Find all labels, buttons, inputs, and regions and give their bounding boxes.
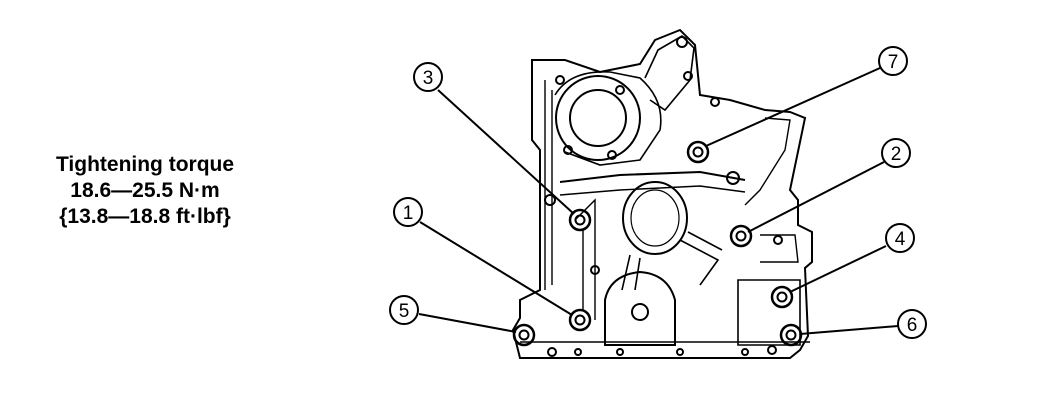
bottom-hole-3 xyxy=(616,348,624,356)
callout-4: 4 xyxy=(885,223,915,253)
water-pump-inner xyxy=(569,89,627,147)
callout-7: 7 xyxy=(878,46,908,76)
rib-right xyxy=(679,231,723,286)
leader-line-2 xyxy=(747,161,885,233)
callout-2: 2 xyxy=(881,138,911,168)
callout-3: 3 xyxy=(413,62,443,92)
crank-seal-inner xyxy=(630,189,680,247)
upper-hole-3 xyxy=(607,150,617,160)
bolt-1 xyxy=(568,308,592,332)
torque-metric-value: 18.6—25.5 N·m xyxy=(70,179,220,202)
callout-1-label: 1 xyxy=(403,203,414,224)
bolt-4 xyxy=(770,285,794,309)
bottom-hole-4 xyxy=(676,348,684,356)
torque-imperial-value: {13.8—18.8 ft·lbf} xyxy=(59,205,231,228)
upper-hole-2 xyxy=(615,85,625,95)
callout-2-label: 2 xyxy=(891,144,902,165)
upper-hole-1 xyxy=(555,75,565,85)
cover-left-edge xyxy=(544,80,553,290)
oil-pan-flange-box xyxy=(737,279,801,346)
leader-line-7 xyxy=(705,67,881,147)
upper-hole-4 xyxy=(563,145,573,155)
bolt-2 xyxy=(729,224,753,248)
bracket-hole-top xyxy=(676,36,688,48)
bolt-5 xyxy=(512,323,536,347)
leader-line-1 xyxy=(419,221,573,316)
leader-lines xyxy=(418,67,899,335)
bolt-7 xyxy=(686,140,710,164)
right-boss xyxy=(760,234,799,263)
callout-6: 6 xyxy=(897,309,927,339)
bolt-3 xyxy=(568,208,592,232)
bolt-6 xyxy=(779,323,803,347)
leader-line-5 xyxy=(418,313,517,333)
engine-front-cover xyxy=(511,28,813,359)
leader-line-6 xyxy=(799,325,899,335)
bottom-hole-2 xyxy=(574,348,582,356)
cover-outline xyxy=(511,28,813,359)
water-pump-outer xyxy=(555,75,641,161)
center-rib xyxy=(559,170,746,183)
bottom-hole-6 xyxy=(767,345,777,355)
bottom-hole-1 xyxy=(547,347,557,357)
callout-1: 1 xyxy=(393,197,423,227)
callout-6-label: 6 xyxy=(907,315,918,336)
center-rib-lower xyxy=(559,185,746,196)
callout-5: 5 xyxy=(389,295,419,325)
torque-specification: Tightening torque 18.6—25.5 N·m {13.8—18… xyxy=(10,152,280,230)
crank-seal-opening xyxy=(622,181,688,255)
oil-pump-hole xyxy=(631,303,649,321)
torque-heading: Tightening torque xyxy=(55,153,235,176)
pump-bracket xyxy=(644,34,695,112)
bottom-hole-5 xyxy=(741,348,749,356)
callout-3-label: 3 xyxy=(423,68,434,89)
callout-4-label: 4 xyxy=(895,229,906,250)
mid-hole-1 xyxy=(544,194,556,206)
rib-lower-left xyxy=(574,198,596,320)
mid-hole-3 xyxy=(590,265,600,275)
mid-hole-4 xyxy=(773,235,783,245)
oil-pump-lobe xyxy=(604,270,676,346)
rib-left xyxy=(621,254,641,291)
leader-line-4 xyxy=(789,245,887,293)
tensioner-bracket xyxy=(744,117,791,206)
bolts xyxy=(512,140,803,347)
mid-hole-2 xyxy=(726,171,740,185)
bracket-hole-mid xyxy=(683,71,693,81)
upper-hole-5 xyxy=(710,97,720,107)
callout-7-label: 7 xyxy=(888,52,899,73)
water-pump-housing xyxy=(554,71,662,166)
callout-5-label: 5 xyxy=(399,301,410,322)
leader-line-3 xyxy=(437,89,575,215)
